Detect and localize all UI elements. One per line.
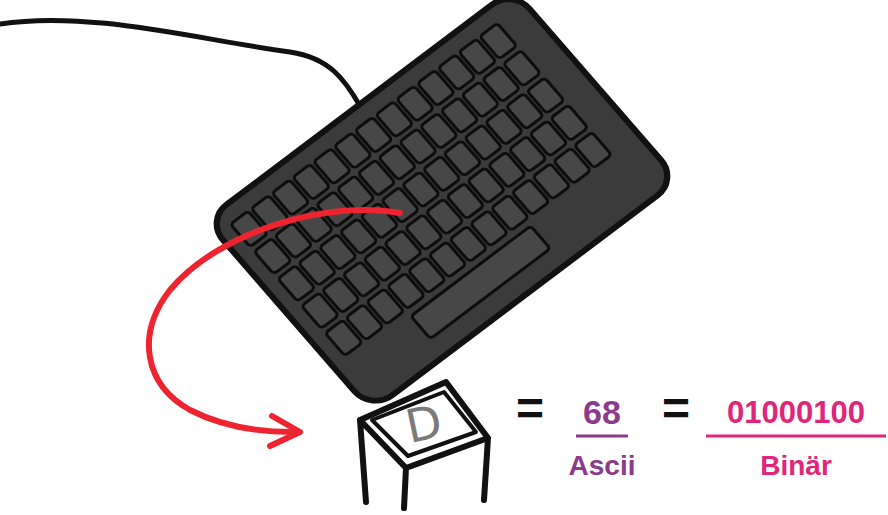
underline: [576, 435, 628, 438]
equals-sign: =: [662, 385, 690, 433]
key: [527, 78, 564, 114]
equals-sign: =: [516, 385, 544, 433]
binary-value: 01000100: [727, 397, 865, 428]
red-arrowhead: [270, 416, 300, 446]
ascii-value: 68: [583, 395, 621, 429]
key: [480, 23, 517, 59]
keyboard-body: [206, 0, 678, 411]
keyboard-cable: [0, 20, 360, 106]
key: [551, 105, 588, 141]
underline: [706, 435, 886, 438]
keyboard-keys: [230, 23, 636, 384]
cap-top: [372, 392, 476, 456]
cap-edges: [360, 382, 488, 508]
key: [411, 226, 551, 339]
key: [574, 132, 611, 168]
key-cap: D: [352, 376, 502, 512]
binary-caption: Binär: [760, 452, 832, 480]
key: [503, 50, 540, 86]
red-arrow: [149, 210, 400, 432]
ascii-caption: Ascii: [569, 452, 636, 480]
